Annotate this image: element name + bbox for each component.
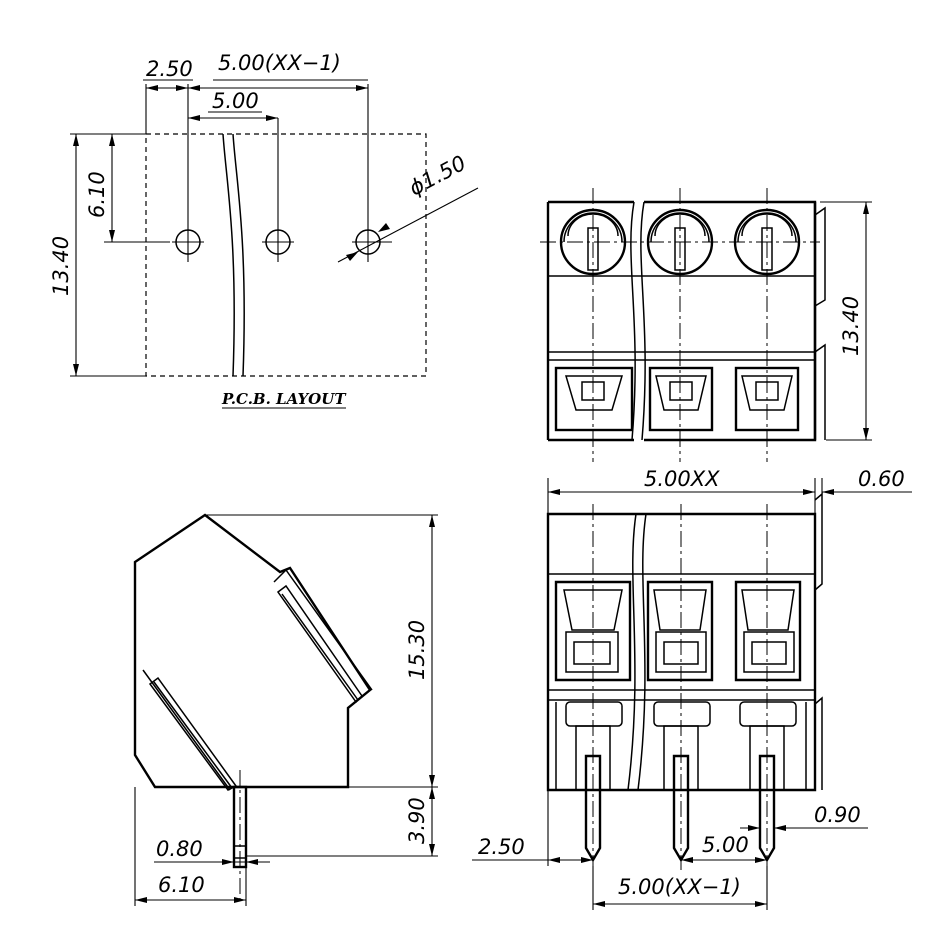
side-view: 15.30 3.90 0.80 6.10 — [133, 513, 438, 906]
dim-pcb-half-pitch: 2.50 — [146, 57, 193, 81]
dim-side-body-height: 15.30 — [405, 620, 429, 680]
dim-side-pin-offset: 6.10 — [158, 873, 205, 897]
front-wire-entry — [646, 580, 714, 682]
wire-entry — [648, 366, 714, 432]
front-body-outline — [546, 512, 817, 792]
pcb-layout-view: 2.50 5.00(XX−1) 5.00 13.40 6.10 ϕ1.50 P.… — [49, 51, 479, 409]
front-break-line — [627, 513, 637, 791]
dim-front-edge-pin: 2.50 — [478, 835, 525, 859]
wire-entry — [554, 366, 634, 432]
front-wire-entry — [554, 580, 632, 682]
dim-front-total-width: 5.00XX — [644, 467, 720, 491]
dim-top-height: 13.40 — [839, 296, 863, 356]
pcb-hole — [172, 84, 204, 262]
pcb-hole — [352, 84, 392, 262]
top-view: 13.40 — [540, 188, 872, 462]
dim-side-pin-length: 3.90 — [405, 797, 429, 844]
pcb-outline — [145, 133, 427, 377]
side-body-outline — [133, 513, 372, 789]
pcb-hole — [262, 118, 294, 262]
dim-pcb-depth: 13.40 — [49, 236, 73, 296]
dim-pcb-pitch-total: 5.00(XX−1) — [218, 51, 341, 75]
top-break-line — [640, 201, 646, 441]
pcb-layout-title: P.C.B. LAYOUT — [221, 390, 347, 408]
dim-front-pitch: 5.00 — [702, 833, 749, 857]
dim-pcb-hole: ϕ1.50 — [405, 151, 470, 201]
front-wire-entry — [734, 580, 802, 682]
top-break-line — [630, 201, 636, 441]
dim-front-wall: 0.60 — [858, 467, 905, 491]
front-break-line — [637, 513, 647, 791]
dim-front-pitch-total: 5.00(XX−1) — [618, 875, 741, 899]
pcb-break-line — [232, 133, 245, 377]
pcb-break-line — [222, 133, 235, 377]
front-pin — [565, 701, 623, 863]
dim-pcb-row-offset: 6.10 — [85, 171, 109, 218]
dim-front-pin-width: 0.90 — [814, 803, 861, 827]
dim-pcb-pitch: 5.00 — [212, 89, 259, 113]
dim-side-pin-thickness: 0.80 — [156, 837, 203, 861]
front-view: 5.00XX 0.60 2.50 0.90 5.00 5.00(XX−1) — [472, 467, 912, 910]
